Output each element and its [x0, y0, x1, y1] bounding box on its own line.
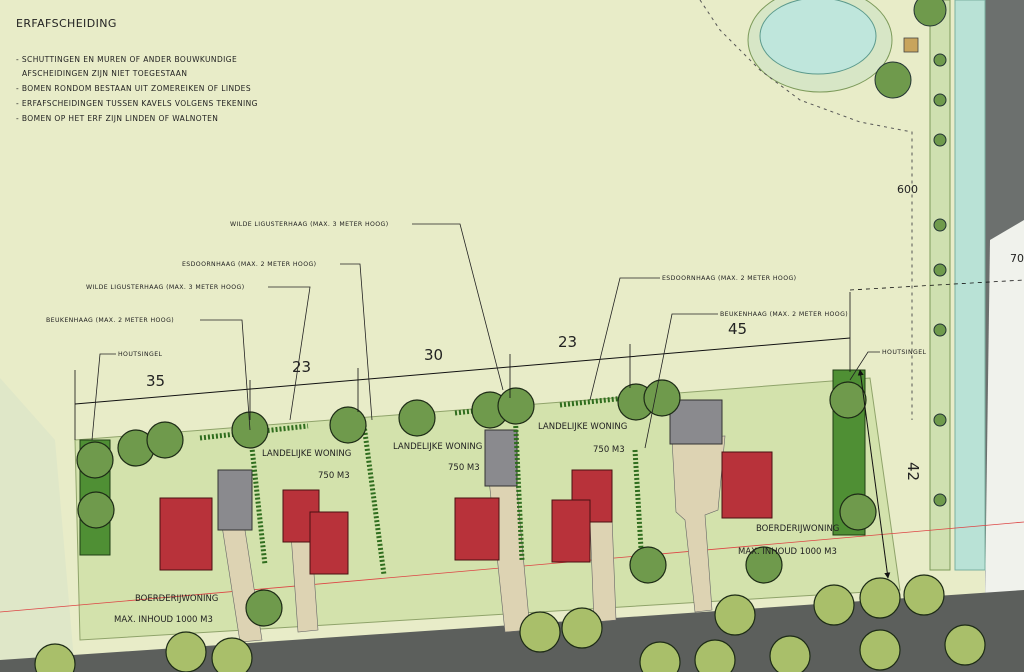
callout-esdoornhaag-right: ESDOORNHAAG (MAX. 2 METER HOOG) [662, 275, 796, 282]
roof-red [159, 497, 213, 571]
bench [903, 37, 919, 53]
dimension-label-edge: 70 [1010, 252, 1024, 265]
hedge-line [632, 449, 645, 566]
plot-label: BOERDERIJWONING [756, 524, 839, 534]
legend-title: ERFAFSCHEIDING [16, 17, 117, 30]
roof-red [454, 497, 500, 561]
roof-red [309, 511, 349, 575]
plot-label: BOERDERIJWONING [135, 594, 218, 604]
road-east-marking [985, 220, 1024, 600]
callout-beukenhaag-left: BEUKENHAAG (MAX. 2 METER HOOG) [46, 317, 174, 324]
leader-lines [91, 223, 880, 449]
plot-label: LANDELIJKE WONING [262, 449, 351, 459]
dimension-lines [74, 279, 1024, 579]
callout-houtsingel-right: HOUTSINGEL [882, 349, 927, 356]
ditch [954, 0, 986, 571]
plot-volume: 750 M3 [593, 445, 625, 455]
hedge-line [247, 429, 268, 566]
dimension-label: 45 [728, 320, 747, 338]
dimension-label: 30 [424, 346, 443, 364]
callout-wilde-liguster-top: WILDE LIGUSTERHAAG (MAX. 3 METER HOOG) [230, 221, 389, 228]
roof-grey [217, 469, 253, 531]
legend-line: - ERFAFSCHEIDINGEN TUSSEN KAVELS VOLGENS… [16, 99, 258, 108]
legend-line: AFSCHEIDINGEN ZIJN NIET TOEGESTAAN [22, 69, 187, 78]
plot-volume: MAX. INHOUD 1000 M3 [114, 615, 213, 625]
hedge-line [512, 409, 525, 561]
verge-trees [933, 53, 947, 507]
dimension-label: 35 [146, 372, 165, 390]
plot-volume: 750 M3 [448, 463, 480, 473]
plot-volume: MAX. INHOUD 1000 M3 [738, 547, 837, 557]
legend-line: - BOMEN RONDOM BESTAAN UIT ZOMEREIKEN OF… [16, 84, 251, 93]
pond-water [759, 0, 877, 75]
roof-red [721, 451, 773, 519]
dimension-label-edge: 600 [897, 183, 918, 196]
plot-label: LANDELIJKE WONING [393, 442, 482, 452]
boundary-line [699, 0, 913, 420]
left-field [0, 378, 75, 672]
roof-grey [669, 399, 723, 445]
hedge-line [361, 424, 387, 576]
plot-label: LANDELIJKE WONING [538, 422, 627, 432]
tree [874, 61, 912, 99]
callout-esdoornhaag-left: ESDOORNHAAG (MAX. 2 METER HOOG) [182, 261, 316, 268]
roof-grey [484, 429, 518, 487]
dimension-label-depth: 42 [904, 462, 922, 481]
houses [159, 399, 773, 575]
tree [913, 0, 947, 27]
legend-line: - SCHUTTINGEN EN MUREN OF ANDER BOUWKUND… [16, 55, 237, 64]
roof-red [551, 499, 591, 563]
dimension-label: 23 [558, 333, 577, 351]
legend-line: - BOMEN OP HET ERF ZIJN LINDEN OF WALNOT… [16, 114, 218, 123]
dimension-label: 23 [292, 358, 311, 376]
callout-houtsingel-left: HOUTSINGEL [118, 351, 163, 358]
callout-beukenhaag-right: BEUKENHAAG (MAX. 2 METER HOOG) [720, 311, 848, 318]
callout-wilde-liguster-left: WILDE LIGUSTERHAAG (MAX. 3 METER HOOG) [86, 284, 245, 291]
plot-volume: 750 M3 [318, 471, 350, 481]
